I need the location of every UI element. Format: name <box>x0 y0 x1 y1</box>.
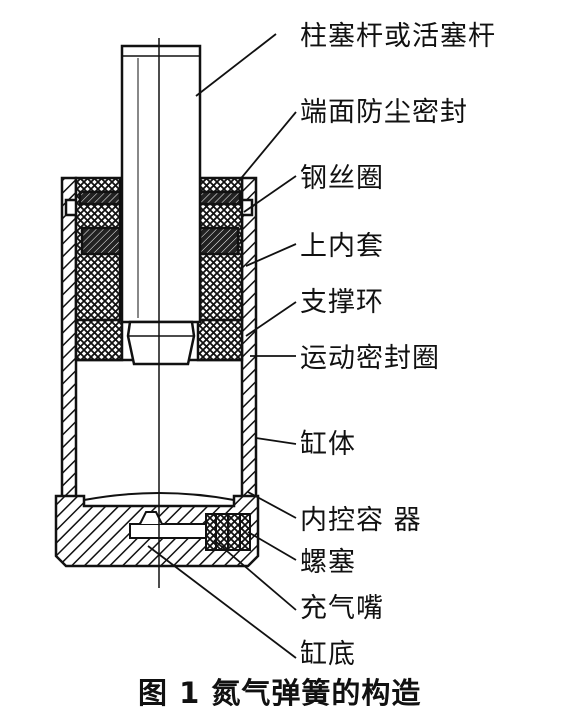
label-motion-seal-ring: 运动密封圈 <box>300 343 440 374</box>
screw-plug <box>205 513 251 551</box>
label-inner-control-vessel: 内控容 器 <box>300 505 422 536</box>
label-piston-rod: 柱塞杆或活塞杆 <box>300 21 496 52</box>
label-screw-plug: 螺塞 <box>300 547 356 578</box>
upper-inner-sleeve <box>74 176 244 322</box>
label-cylinder-bottom: 缸底 <box>300 639 356 670</box>
label-charging-nozzle: 充气嘴 <box>300 593 384 624</box>
label-end-dust-seal: 端面防尘密封 <box>300 97 468 128</box>
label-wire-ring: 钢丝圈 <box>300 163 384 194</box>
piston-rod <box>120 44 202 366</box>
label-cylinder-body: 缸体 <box>300 429 356 460</box>
label-upper-inner-sleeve: 上内套 <box>300 231 384 262</box>
figure-caption: 图 1 氮气弹簧的构造 <box>138 676 422 710</box>
label-support-ring: 支撑环 <box>300 287 384 318</box>
leader-lines <box>147 33 297 659</box>
cylinder-body <box>60 176 258 542</box>
motion-seal-ring <box>74 318 244 362</box>
charging-passage <box>129 511 223 539</box>
